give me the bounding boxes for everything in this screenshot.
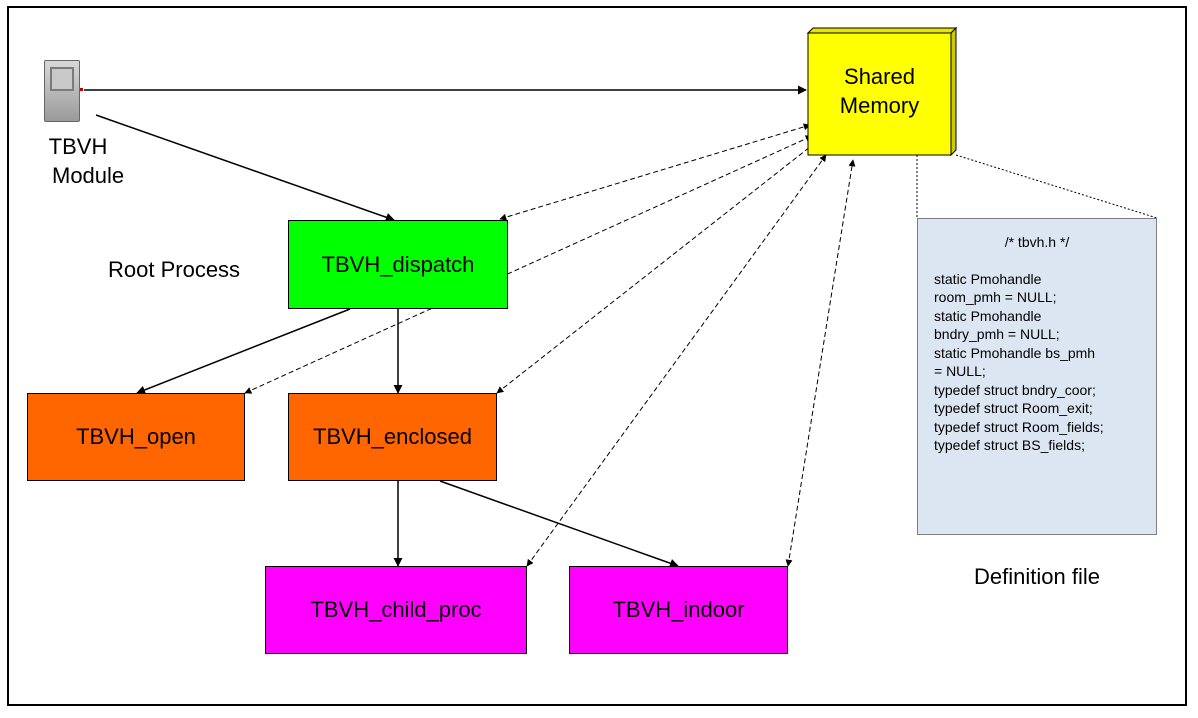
definition-file-line: typedef struct BS_fields; [934, 437, 1085, 453]
definition-file-line: static Pmohandle [934, 270, 1042, 287]
indoor-process-box: TBVH_indoor [569, 566, 788, 654]
enclosed-process-box: TBVH_enclosed [288, 393, 497, 481]
callout-line-right [955, 154, 1158, 219]
shared-memory-block [806, 26, 958, 157]
open-process-box: TBVH_open [27, 393, 245, 481]
shared-memory-label: Shared Memory [808, 62, 951, 120]
dispatch-process-label: TBVH_dispatch [321, 251, 475, 277]
module-label-line2: Module [52, 163, 125, 188]
enclosed-process-label: TBVH_enclosed [313, 424, 472, 449]
shared-memory-label-line1: Shared [844, 64, 915, 89]
definition-file-line: static Pmohandle bs_pmh [934, 344, 1096, 361]
definition-file-line: static Pmohandle [934, 307, 1042, 324]
module-icon-panel [50, 67, 74, 91]
definition-file-line: typedef struct bndry_coor; [934, 381, 1096, 398]
root-process-label: Root Process [108, 257, 241, 282]
dashed-link-enclosed-memory [496, 142, 816, 394]
shared-memory-side-face [950, 26, 957, 157]
child-proc-process-box: TBVH_child_proc [265, 566, 527, 654]
arrow-dispatch-to-open [136, 308, 351, 395]
shared-memory-top-face [806, 27, 958, 34]
module-label: TBVH Module [46, 132, 125, 190]
definition-file-line: room_pmh = NULL; [934, 289, 1057, 305]
arrow-enclosed-to-indoor [439, 480, 679, 568]
open-process-label: TBVH_open [76, 424, 196, 449]
dashed-link-dispatch-memory [499, 123, 811, 221]
definition-file-line: typedef struct Room_fields; [934, 418, 1104, 435]
module-label-line1: TBVH [48, 134, 108, 159]
shared-memory-label-line2: Memory [839, 93, 920, 118]
child-proc-process-label: TBVH_child_proc [310, 597, 482, 622]
definition-file-header: /* tbvh.h */ [1004, 234, 1070, 250]
definition-file-line: = NULL; [934, 363, 986, 379]
definition-file-line: bndry_pmh = NULL; [934, 326, 1060, 342]
module-icon [44, 60, 83, 122]
definition-file-caption: Definition file [974, 564, 1100, 589]
arrow-module-to-dispatch [95, 114, 395, 222]
dashed-link-child-proc-memory [526, 154, 827, 567]
shared-memory-front-face [807, 32, 952, 156]
module-icon-port [80, 88, 83, 91]
dispatch-process-box: TBVH_dispatch [288, 220, 508, 309]
dashed-link-indoor-memory [785, 159, 856, 567]
indoor-process-label: TBVH_indoor [612, 597, 745, 622]
definition-file-line: typedef struct Room_exit; [934, 400, 1093, 416]
definition-file-box: /* tbvh.h */ static Pmohandle room_pmh =… [917, 218, 1157, 535]
diagram-frame [7, 6, 1187, 706]
